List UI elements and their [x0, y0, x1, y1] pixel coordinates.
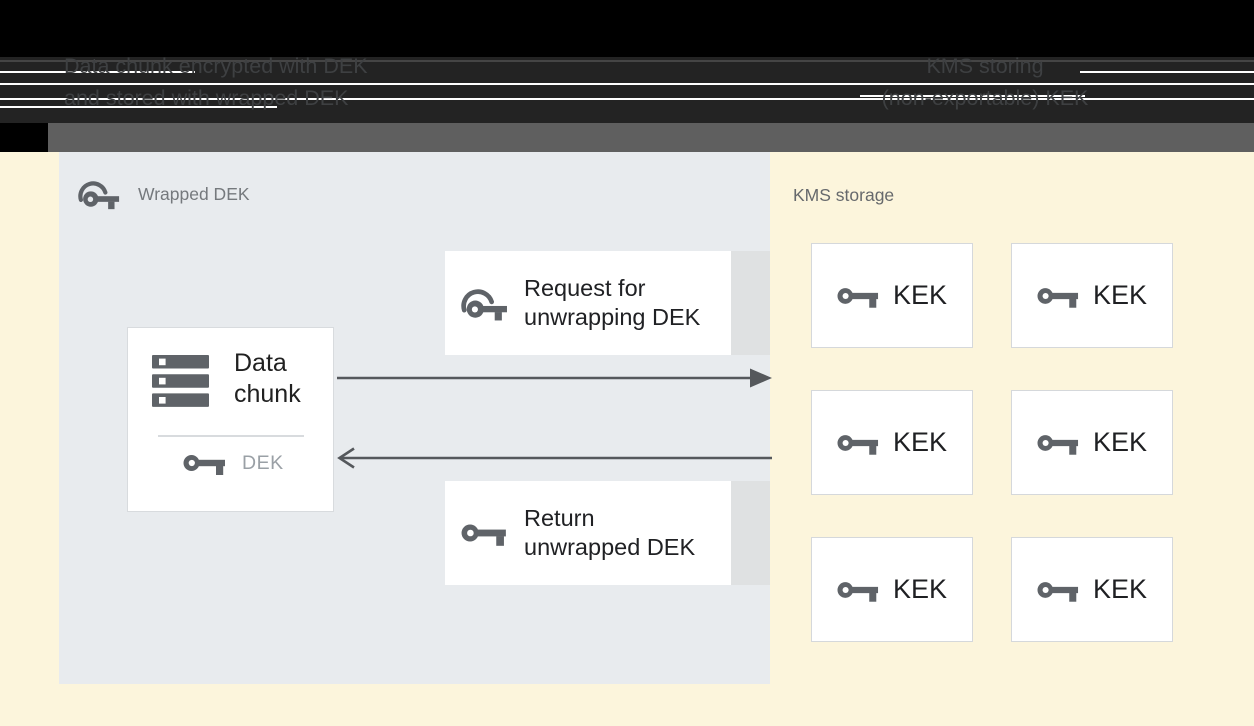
return-box-shadow — [731, 481, 770, 585]
return-box-label: Return unwrapped DEK — [524, 504, 695, 562]
kek-label: KEK — [1092, 280, 1148, 310]
white-hairline — [0, 98, 1254, 100]
key-icon — [837, 581, 879, 602]
kms-storage-title: KMS storage — [793, 185, 895, 205]
wrapped-key-icon — [461, 288, 507, 320]
header-caption-left-line1: Data chunk encrypted with DEK — [64, 54, 368, 78]
kek-box: KEK — [811, 390, 973, 495]
storage-icon — [152, 355, 209, 407]
kek-box: KEK — [1011, 390, 1173, 495]
key-icon — [1037, 287, 1079, 308]
request-box-label: Request for unwrapping DEK — [524, 274, 700, 332]
dek-row: DEK — [183, 450, 284, 476]
white-hairline — [0, 71, 195, 73]
kek-label: KEK — [892, 574, 948, 604]
kek-label: KEK — [892, 280, 948, 310]
key-icon — [1037, 581, 1079, 602]
kek-box: KEK — [1011, 243, 1173, 348]
header-faint-line — [0, 60, 1254, 62]
diagram-header — [0, 0, 1254, 123]
key-icon — [837, 434, 879, 455]
header-left-corner — [0, 123, 48, 152]
return-arrow — [337, 447, 772, 469]
key-icon — [183, 455, 225, 475]
toolbar-gray-bar — [48, 123, 1254, 152]
return-box: Return unwrapped DEK — [445, 481, 731, 585]
white-hairline — [1080, 71, 1254, 73]
header-caption-right-line1: KMS storing — [926, 54, 1044, 78]
data-chunk-box: Data chunk DEK — [127, 327, 334, 512]
key-icon — [837, 287, 879, 308]
divider — [158, 435, 304, 437]
panel-title: Wrapped DEK — [138, 183, 250, 204]
white-hairline — [0, 106, 277, 108]
key-icon — [461, 524, 506, 546]
request-box: Request for unwrapping DEK — [445, 251, 731, 355]
key-icon — [1037, 434, 1079, 455]
kek-label: KEK — [892, 427, 948, 457]
return-label-line2: unwrapped DEK — [524, 534, 696, 560]
wrapped-key-icon — [78, 181, 120, 210]
kek-label: KEK — [1092, 427, 1148, 457]
dek-label: DEK — [242, 451, 284, 474]
white-hairline — [0, 83, 1254, 85]
kek-label: KEK — [1092, 574, 1148, 604]
white-hairline — [860, 95, 1085, 97]
header-caption-left-line2: and stored with wrapped DEK — [64, 86, 349, 110]
request-box-shadow — [731, 251, 770, 355]
data-chunk-label-line1: Data — [234, 349, 287, 377]
header-caption-right-line2: (non-exportable) KEK — [881, 86, 1089, 110]
kek-box: KEK — [811, 537, 973, 642]
header-dark-band — [0, 57, 1254, 123]
wrapped-dek-title-row: Wrapped DEK — [78, 176, 250, 212]
data-chunk-label: Data chunk — [234, 348, 301, 410]
request-label-line2: unwrapping DEK — [524, 304, 701, 330]
data-chunk-label-line2: chunk — [234, 380, 301, 408]
request-label-line1: Request for — [524, 275, 646, 301]
return-label-line1: Return — [524, 505, 595, 531]
kek-box: KEK — [1011, 537, 1173, 642]
kek-box: KEK — [811, 243, 973, 348]
request-arrow — [337, 368, 772, 388]
